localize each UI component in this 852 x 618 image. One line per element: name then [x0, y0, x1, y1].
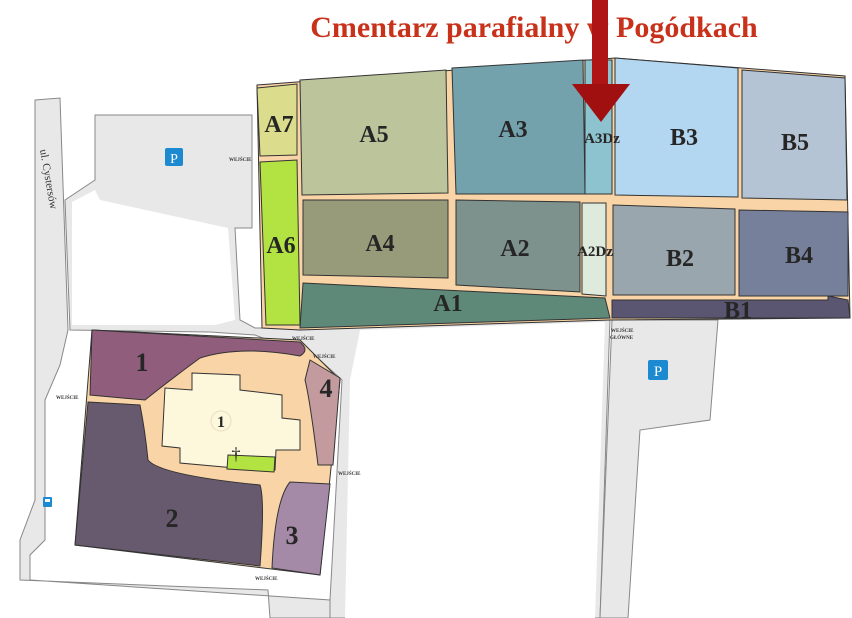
- section-B3[interactable]: [614, 57, 739, 198]
- label-2: 2: [166, 504, 179, 533]
- label-A3Dz: A3Dz: [584, 131, 620, 147]
- label-A4: A4: [365, 231, 394, 257]
- label-A2: A2: [500, 236, 529, 262]
- section-A2[interactable]: [455, 199, 581, 293]
- label-3: 3: [286, 521, 299, 550]
- entrance-label[interactable]: WEJŚCIE: [313, 354, 336, 360]
- section-A2Dz[interactable]: [581, 202, 607, 297]
- section-B2[interactable]: [612, 204, 736, 296]
- section-4[interactable]: [304, 359, 341, 466]
- section-A7[interactable]: [256, 83, 298, 157]
- label-A3: A3: [498, 117, 527, 143]
- sections-new: [256, 57, 851, 329]
- label-A1: A1: [433, 291, 462, 317]
- entrances: WEJŚCIE WEJŚCIE WEJŚCIE WEJŚCIE WEJŚCIE …: [56, 157, 634, 582]
- label-A5: A5: [359, 122, 388, 148]
- label-1: 1: [136, 348, 149, 377]
- label-A2Dz: A2Dz: [577, 244, 613, 260]
- section-B4[interactable]: [738, 209, 849, 297]
- label-B4: B4: [785, 243, 813, 269]
- label-B5: B5: [781, 130, 809, 156]
- bus-stop-icon: [43, 497, 52, 507]
- roads: [19, 97, 719, 618]
- parking-label: P: [654, 364, 662, 380]
- label-B3: B3: [670, 125, 698, 151]
- section-2[interactable]: [74, 401, 263, 567]
- open-area: [72, 190, 235, 325]
- church-marker: [210, 410, 232, 432]
- label-B2: B2: [666, 246, 694, 272]
- section-3[interactable]: [271, 481, 331, 576]
- section-B5[interactable]: [741, 69, 848, 201]
- entrance-label[interactable]: WEJŚCIE: [338, 471, 361, 477]
- map-title: Cmentarz parafialny w Pogódkach: [310, 11, 758, 44]
- entrance-label[interactable]: WEJŚCIE: [229, 157, 252, 163]
- entrance-label[interactable]: WEJŚCIE: [255, 576, 278, 582]
- parking-icon: P: [165, 148, 183, 167]
- main-entrance-label[interactable]: GŁÓWNE: [610, 335, 634, 341]
- street-cystersow: [19, 97, 331, 618]
- location-arrow-icon: [572, 0, 630, 122]
- section-1[interactable]: [89, 329, 306, 401]
- section-A4[interactable]: [302, 199, 449, 279]
- parking-label: P: [170, 152, 178, 167]
- entrance-label[interactable]: WEJŚCIE: [56, 395, 79, 401]
- entrance-label[interactable]: WEJŚCIE: [292, 336, 315, 342]
- church-green: [226, 454, 276, 473]
- label-B1: B1: [724, 298, 752, 324]
- main-entrance-label[interactable]: WEJŚCIE: [611, 328, 634, 334]
- section-B1[interactable]: [611, 295, 851, 319]
- label-A6: A6: [266, 233, 295, 259]
- parking-icon: P: [648, 360, 668, 380]
- label-A7: A7: [264, 112, 293, 138]
- parking-lot-right: [599, 319, 719, 618]
- section-labels: A7 A6 A5 A3 A3Dz B3 B5 A4 A2 A2Dz B2 B4 …: [136, 112, 814, 550]
- cross-icon: †: [232, 444, 241, 464]
- section-A1[interactable]: [299, 282, 611, 329]
- label-church: 1: [217, 414, 225, 431]
- label-4: 4: [320, 374, 333, 403]
- section-A5[interactable]: [299, 69, 449, 196]
